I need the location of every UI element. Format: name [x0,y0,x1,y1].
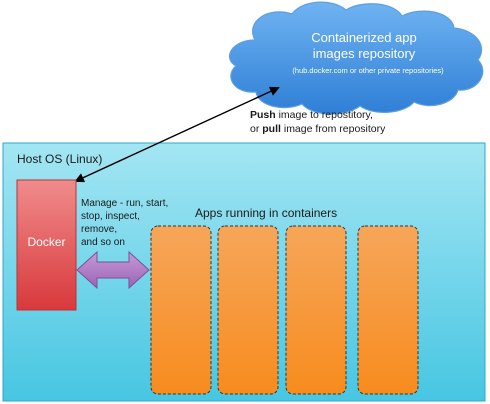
app-containers [150,225,419,395]
manage-line-1: Manage - run, start, [81,198,168,209]
push-pull-arrow [74,86,280,183]
docker-box-background [16,179,77,311]
cloud-title-line2: images repository [313,46,416,61]
repository-cloud: Containerized app images repository (hub… [229,1,484,115]
svg-text:or pull image from repository: or pull image from repository [250,123,386,135]
pull-word: pull [262,123,281,135]
cloud-subtitle: (hub.docker.com or other private reposit… [292,66,444,75]
or-word: or [250,123,262,135]
cloud-title-line1: Containerized app [311,30,417,45]
manage-double-arrow [76,250,150,290]
manage-line-4: and so on [81,237,125,248]
svg-text:Push image to repostitory,: Push image to repostitory, [250,109,373,121]
docker-label: Docker [27,235,65,249]
app-container [285,225,347,395]
push-rest: image to repostitory, [276,109,373,121]
push-pull-label: Push image to repostitory, or pull image… [250,109,386,135]
app-container [150,225,212,395]
docker-engine-box: Docker [16,179,77,311]
manage-line-2: stop, inspect, [81,211,140,222]
manage-label: Manage - run, start, stop, inspect, remo… [81,198,168,248]
manage-line-3: remove, [81,224,117,235]
host-os-title: Host OS (Linux) [17,152,102,166]
app-container [357,225,419,395]
apps-title: Apps running in containers [195,206,337,220]
pull-rest: image from repository [281,123,386,135]
push-word: Push [250,109,276,121]
app-container [217,225,279,395]
